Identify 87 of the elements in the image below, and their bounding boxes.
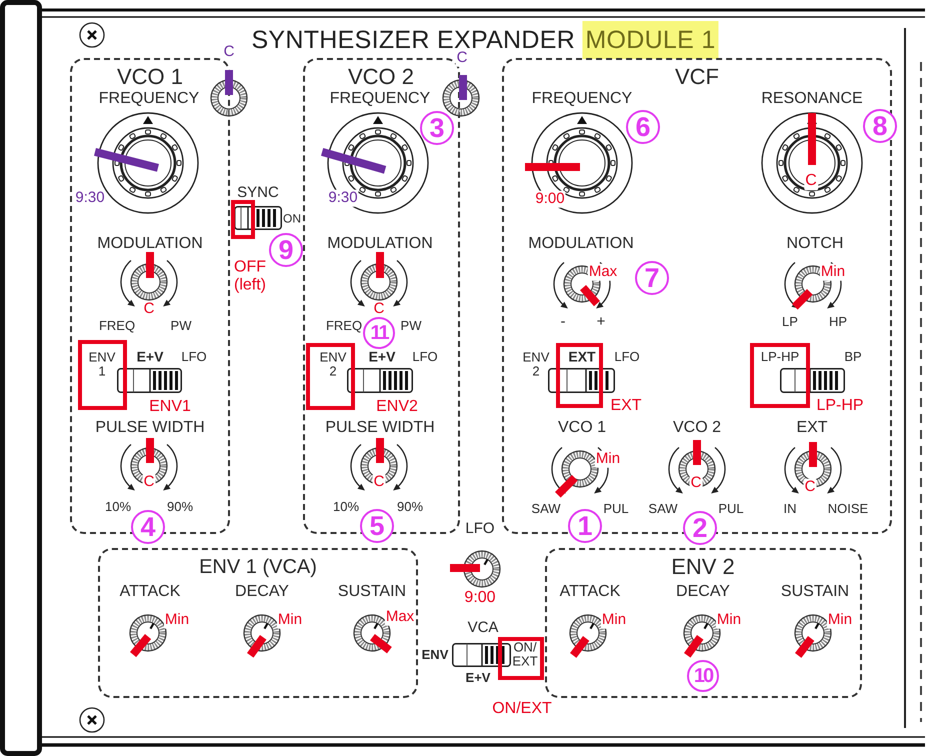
switch-position-label: LFO	[614, 350, 640, 364]
callout-number: 5	[360, 509, 394, 543]
setting-note: Min	[594, 450, 622, 468]
scale-label: HP	[828, 314, 848, 330]
control-label: EXT	[796, 419, 828, 437]
scale-label: SAW	[531, 502, 561, 516]
switch-position-label: ON/ EXT	[512, 640, 538, 670]
switch-position-label: ENV 2	[320, 350, 346, 380]
scale-label: 90%	[396, 500, 424, 514]
section-title: ENV 1 (VCA)	[199, 556, 317, 578]
control-label: ATTACK	[560, 583, 620, 601]
scale-label: +	[596, 314, 606, 330]
control-label: SYNC	[237, 184, 279, 202]
scale-label: -	[560, 314, 566, 330]
switch-position-label: ENV 1	[88, 350, 116, 380]
control-label: VCA	[468, 620, 498, 636]
setting-note: C	[804, 172, 818, 190]
scale-label: PW	[170, 318, 192, 334]
scale-label: PUL	[718, 502, 744, 516]
control-label: VCO 2	[673, 419, 721, 437]
section-title: VCO 2	[348, 64, 414, 90]
switch-position-label: BP	[844, 350, 862, 364]
callout-number: 3	[420, 111, 454, 145]
callout-number: 9	[269, 233, 303, 267]
section-title: VCO 1	[116, 64, 184, 90]
callout-number: 4	[131, 510, 165, 544]
callout-number: 1	[568, 509, 602, 543]
control-label: FREQUENCY	[330, 90, 430, 108]
scale-label: NOISE	[828, 502, 868, 516]
callout-number: 2	[683, 511, 717, 545]
setting-note: Max	[588, 264, 618, 280]
switch-position-label: ENV 2	[522, 350, 550, 380]
switch-position-label: LFO	[412, 350, 438, 364]
callout-number: 10	[687, 660, 719, 692]
setting-note: Min	[826, 612, 854, 628]
setting-note: Min	[276, 612, 304, 628]
scale-label: 90%	[166, 500, 194, 514]
control-label: PULSE WIDTH	[325, 419, 435, 437]
control-label: PULSE WIDTH	[95, 419, 205, 437]
setting-note: C	[456, 50, 468, 66]
control-label: ATTACK	[120, 583, 180, 601]
section-panel	[70, 58, 230, 534]
scale-label: PW	[400, 318, 422, 334]
control-label: MODULATION	[327, 235, 433, 253]
switch-position-label: ON	[283, 212, 301, 226]
setting-note: Min	[600, 612, 628, 628]
scale-label: PUL	[603, 502, 629, 516]
control-label: SUSTAIN	[338, 583, 406, 601]
callout-number: 8	[863, 109, 897, 143]
control-label: MODULATION	[528, 235, 634, 253]
switch-position-label: ENV	[422, 648, 448, 662]
setting-note: 9:30	[327, 190, 359, 206]
switch-position-label: LP-HP	[760, 350, 800, 364]
scale-label: FREQ	[98, 318, 136, 334]
setting-note: Min	[164, 612, 190, 628]
scale-label: 10%	[104, 500, 132, 514]
setting-note: Max	[384, 608, 416, 626]
control-label: DECAY	[235, 583, 289, 601]
control-label: FREQUENCY	[532, 90, 632, 108]
section-panel	[98, 548, 418, 698]
scale-label: FREQ	[326, 318, 362, 334]
setting-note: 9:00	[534, 190, 566, 208]
section-title: ENV 2	[671, 554, 735, 580]
scale-label: 10%	[332, 500, 360, 514]
scale-label: SAW	[648, 502, 678, 516]
switch-position-label: E+V	[368, 349, 396, 365]
switch-position-label: EXT	[568, 349, 596, 365]
control-label: LFO	[465, 520, 495, 538]
control-label: FREQUENCY	[98, 90, 200, 108]
switch-position-label: LFO	[181, 350, 207, 364]
callout-number: 6	[626, 110, 660, 144]
setting-note: OFF (left)	[233, 258, 267, 294]
control-label: MODULATION	[97, 235, 203, 253]
callout-number: 11	[363, 317, 395, 349]
control-label: SUSTAIN	[780, 583, 850, 601]
section-title: VCF	[675, 64, 719, 90]
control-label: DECAY	[676, 583, 730, 601]
setting-note: Min	[716, 612, 742, 628]
scale-label: IN	[784, 502, 796, 516]
callout-number: 7	[635, 261, 669, 295]
switch-position-label: E+V	[136, 349, 164, 365]
setting-note: Min	[820, 264, 846, 280]
control-label: VCO 1	[558, 419, 606, 437]
control-label: RESONANCE	[761, 90, 863, 108]
scale-label: LP	[782, 314, 798, 330]
control-label: NOTCH	[786, 235, 844, 253]
switch-position-label: E+V	[466, 670, 490, 686]
